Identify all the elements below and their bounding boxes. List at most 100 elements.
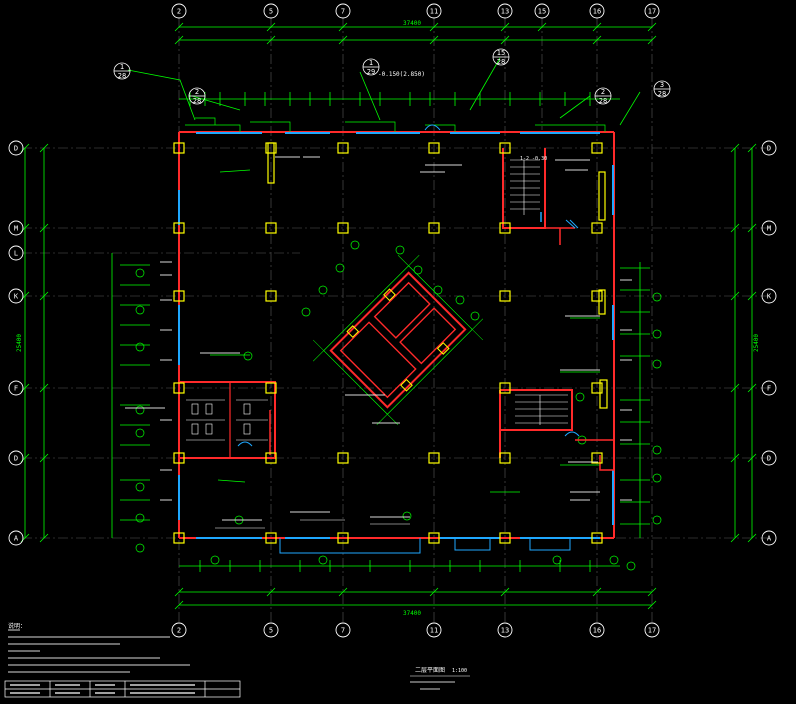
axis-bottom-6-circle xyxy=(644,622,660,638)
svg-text:15: 15 xyxy=(497,49,505,57)
axis-bottom-1-circle xyxy=(263,622,279,638)
axis-top-5-circle xyxy=(534,3,550,19)
axis-bottom-3-label: 11 xyxy=(430,627,438,635)
section-markers xyxy=(113,48,671,105)
interior-walls xyxy=(269,227,614,471)
title-block xyxy=(4,680,241,698)
toilet-block xyxy=(179,381,276,459)
axis-top-3-label: 11 xyxy=(430,8,438,16)
axis-top-2-label: 7 xyxy=(341,8,345,16)
column-4-3 xyxy=(499,382,511,394)
axis-right-0-label: D xyxy=(767,145,771,153)
axis-right-4-label: F xyxy=(767,385,771,393)
axis-top-4-label: 13 xyxy=(501,8,509,16)
column-2-1 xyxy=(337,222,349,234)
svg-text:28: 28 xyxy=(193,97,201,105)
axis-top-6-circle xyxy=(589,3,605,19)
axis-left-3-circle xyxy=(8,288,24,304)
axis-left-2-label: L xyxy=(14,250,18,258)
column-3-0 xyxy=(428,142,440,154)
column-1-4 xyxy=(265,452,277,464)
column-5-4 xyxy=(591,452,603,464)
column-5-3 xyxy=(591,382,603,394)
column-0-5 xyxy=(173,532,185,544)
svg-text:29: 29 xyxy=(367,68,375,76)
axis-left-5-label: D xyxy=(14,455,18,463)
column-1-3 xyxy=(265,382,277,394)
axis-right-4-circle xyxy=(761,380,777,396)
svg-text:2: 2 xyxy=(195,88,199,96)
column-5-5 xyxy=(591,532,603,544)
plan-title-group: 二层平面图 1:100 xyxy=(410,667,470,690)
axis-top-6-label: 16 xyxy=(593,8,601,16)
axis-left-6-label: A xyxy=(14,535,19,543)
axis-bottom-5-label: 16 xyxy=(593,627,601,635)
axis-top-0-label: 2 xyxy=(177,8,181,16)
column-2-4 xyxy=(337,452,349,464)
exterior-walls xyxy=(178,131,615,539)
column-pillar-tall xyxy=(267,142,608,409)
doors xyxy=(237,124,580,447)
column-2-5 xyxy=(337,532,349,544)
dim-left-total: 25400 xyxy=(16,334,23,352)
top-facade xyxy=(185,117,606,132)
axis-bottom-5-circle xyxy=(589,622,605,638)
column-4-1 xyxy=(499,222,511,234)
axis-right-6-label: A xyxy=(767,535,772,543)
column-0-0 xyxy=(173,142,185,154)
axis-bottom-4-circle xyxy=(497,622,513,638)
stair-north xyxy=(502,148,546,229)
axis-top-5-label: 15 xyxy=(538,8,546,16)
svg-text:28: 28 xyxy=(599,97,607,105)
dim-right-total: 25400 xyxy=(753,334,760,352)
column-0-1 xyxy=(173,222,185,234)
column-4-2 xyxy=(499,290,511,302)
axis-left-0-label: D xyxy=(14,145,18,153)
axis-left-2-circle xyxy=(8,245,24,261)
column-1-2 xyxy=(265,290,277,302)
axis-left-1-circle xyxy=(8,220,24,236)
core-dim-bubbles xyxy=(301,240,480,321)
axis-top-2-circle xyxy=(335,3,351,19)
column-0-3 xyxy=(173,382,185,394)
column-3-4 xyxy=(428,452,440,464)
level-label: -0.150(2.850) xyxy=(378,71,425,78)
column-5-2 xyxy=(591,290,603,302)
axis-right-1-circle xyxy=(761,220,777,236)
bottom-facade xyxy=(215,519,571,554)
svg-text:28: 28 xyxy=(118,72,126,80)
stair-east xyxy=(499,389,573,458)
dim-bottom-total: 37400 xyxy=(403,610,421,617)
axis-bottom-0-circle xyxy=(171,622,187,638)
axis-left-1-label: M xyxy=(14,225,18,233)
column-4-5 xyxy=(499,532,511,544)
annotation-bubbles xyxy=(135,268,662,571)
axis-right-3-circle xyxy=(761,288,777,304)
column-3-5 xyxy=(428,532,440,544)
notes-block xyxy=(8,629,190,673)
column-5-0 xyxy=(591,142,603,154)
axis-top-7-label: 17 xyxy=(648,8,656,16)
axis-right-0-circle xyxy=(761,140,777,156)
axis-bottom-2-label: 7 xyxy=(341,627,345,635)
column-0-4 xyxy=(173,452,185,464)
column-4-0 xyxy=(499,142,511,154)
axis-left-0-circle xyxy=(8,140,24,156)
plan-scale: 1:100 xyxy=(452,668,467,674)
axis-top-0-circle xyxy=(171,3,187,19)
beam-note: 1-2 -0.30 xyxy=(520,156,547,162)
axis-bottom-6-label: 17 xyxy=(648,627,656,635)
axis-bottom-4-label: 13 xyxy=(501,627,509,635)
svg-text:3: 3 xyxy=(660,81,664,89)
column-5-1 xyxy=(591,222,603,234)
column-1-5 xyxy=(265,532,277,544)
column-4-4 xyxy=(499,452,511,464)
axis-right-6-circle xyxy=(761,530,777,546)
column-0-2 xyxy=(173,290,185,302)
column-3-1 xyxy=(428,222,440,234)
svg-text:28: 28 xyxy=(658,90,666,98)
